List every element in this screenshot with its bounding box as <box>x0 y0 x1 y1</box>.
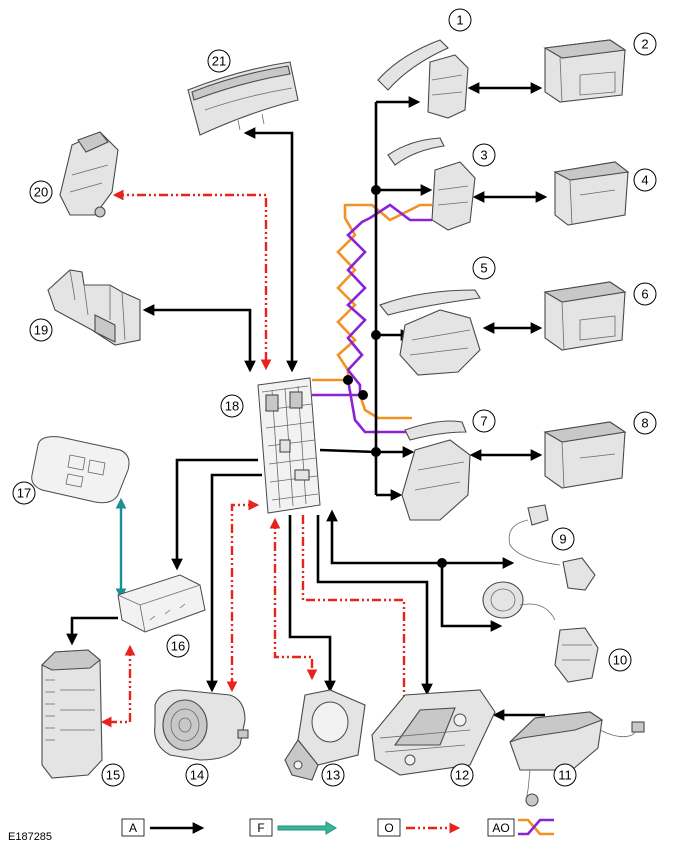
component-3-door-handle <box>387 137 476 231</box>
component-12-roof-console <box>371 689 496 776</box>
component-13-sensor <box>284 689 366 781</box>
figure-id: E187285 <box>8 831 52 843</box>
component-4-door-module <box>553 161 630 226</box>
svg-text:7: 7 <box>480 414 487 429</box>
svg-text:F: F <box>257 821 264 835</box>
svg-text:17: 17 <box>17 486 31 501</box>
svg-text:O: O <box>384 821 393 835</box>
svg-text:2: 2 <box>641 37 648 52</box>
svg-text:8: 8 <box>641 416 648 431</box>
svg-text:3: 3 <box>480 148 487 163</box>
callout-11: 11 <box>553 763 577 787</box>
o-lines <box>100 189 410 728</box>
svg-text:9: 9 <box>559 532 566 547</box>
legend-f-arrow-icon <box>277 821 337 835</box>
legend-ao: AO <box>487 818 554 837</box>
component-14-sounder <box>154 689 249 761</box>
legend: A F O AO <box>121 818 554 837</box>
callout-20: 20 <box>29 180 53 204</box>
callout-19: 19 <box>29 318 53 342</box>
callout-12: 12 <box>450 763 474 787</box>
callout-8: 8 <box>633 411 657 435</box>
svg-text:19: 19 <box>34 323 48 338</box>
component-16-receiver <box>117 574 206 633</box>
svg-text:16: 16 <box>171 639 185 654</box>
svg-text:11: 11 <box>558 768 572 783</box>
callout-17: 17 <box>12 481 36 505</box>
callout-16: 16 <box>166 634 190 658</box>
callout-7: 7 <box>472 409 496 433</box>
component-8-door-module <box>543 421 627 489</box>
component-6-door-module <box>543 281 627 351</box>
svg-text:18: 18 <box>225 399 239 414</box>
callout-14: 14 <box>185 763 209 787</box>
component-2-door-module <box>543 39 627 103</box>
svg-text:13: 13 <box>326 768 340 783</box>
callout-10: 10 <box>608 648 632 672</box>
callout-9: 9 <box>551 527 575 551</box>
callout-13: 13 <box>321 763 345 787</box>
svg-text:20: 20 <box>34 185 48 200</box>
callout-1: 1 <box>448 8 472 32</box>
callout-5: 5 <box>472 256 496 280</box>
a-lines <box>66 82 548 721</box>
component-19-bracket <box>47 269 141 346</box>
svg-text:AO: AO <box>492 821 509 835</box>
legend-ao-twisted-pair-icon <box>518 818 554 836</box>
component-21-instrument-cluster <box>187 61 299 136</box>
component-9-cable-latch <box>508 504 596 591</box>
component-1-door-handle <box>377 39 469 119</box>
svg-text:4: 4 <box>641 173 648 188</box>
legend-a: A <box>121 818 205 837</box>
component-10-actuator <box>482 581 599 683</box>
callout-21: 21 <box>207 49 231 73</box>
callout-2: 2 <box>633 32 657 56</box>
component-11-module <box>509 711 645 807</box>
component-18-junction-box <box>257 377 321 514</box>
svg-text:21: 21 <box>212 54 226 69</box>
callout-4: 4 <box>633 168 657 192</box>
svg-text:5: 5 <box>480 261 487 276</box>
component-7-door-handle <box>401 420 471 521</box>
legend-f: F <box>249 818 337 837</box>
component-20-steering-lock <box>59 131 119 218</box>
svg-text:A: A <box>129 821 137 835</box>
svg-text:12: 12 <box>455 768 469 783</box>
component-5-door-handle <box>379 289 481 376</box>
svg-text:1: 1 <box>456 13 463 28</box>
ao-twisted-pair <box>312 203 432 434</box>
callout-18: 18 <box>220 394 244 418</box>
callout-6: 6 <box>633 282 657 306</box>
component-15-control-module <box>41 649 103 779</box>
component-17-smart-key <box>31 436 130 504</box>
svg-text:10: 10 <box>613 653 627 668</box>
callout-15: 15 <box>101 763 125 787</box>
svg-text:15: 15 <box>106 768 120 783</box>
svg-text:14: 14 <box>190 768 204 783</box>
svg-text:6: 6 <box>641 287 648 302</box>
callout-3: 3 <box>472 143 496 167</box>
legend-o: O <box>377 818 461 837</box>
